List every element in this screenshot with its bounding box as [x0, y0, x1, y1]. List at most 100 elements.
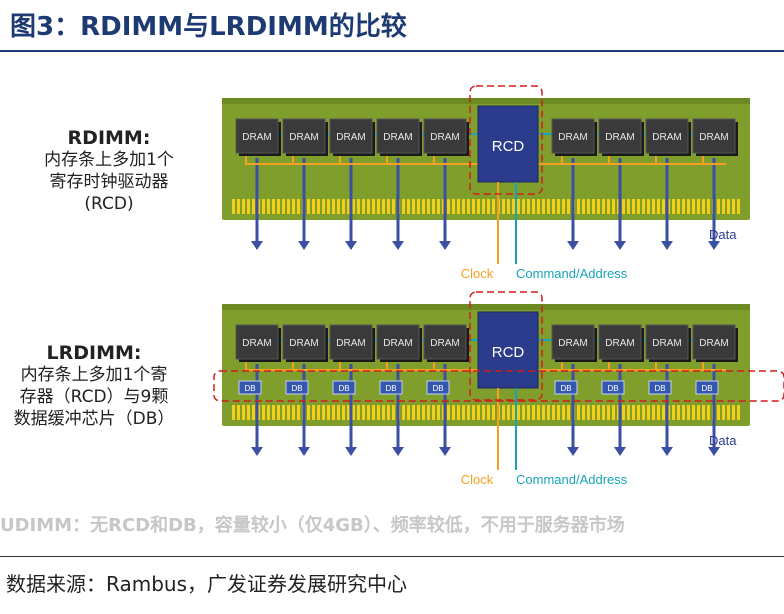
- source-note: 数据来源：Rambus，广发证券发展研究中心: [6, 572, 407, 596]
- rdimm-description: RDIMM: 内存条上多加1个 寄存时钟驱动器 (RCD): [14, 127, 204, 215]
- rdimm-data-arrow-6-head: [567, 241, 579, 250]
- rdimm-data-arrow-8-head: [661, 241, 673, 250]
- lrdimm-db-chip-8: [648, 380, 672, 395]
- lrdimm-data-arrow-3-head: [345, 447, 357, 456]
- lrdimm-db-chip-2: [285, 380, 309, 395]
- lrdimm-dram-chip-8: [645, 324, 689, 360]
- lrdimm-db-label-1: DB: [244, 384, 255, 393]
- rdimm-dram-chip-1: [235, 118, 279, 154]
- rdimm-data-arrow-2-head: [298, 241, 310, 250]
- lrdimm-dram-label-4: DRAM: [383, 338, 412, 349]
- lrdimm-data-arrow-1-head: [251, 447, 263, 456]
- lrdimm-data-arrow-5-head: [439, 447, 451, 456]
- rdimm-line-2: 寄存时钟驱动器: [49, 172, 169, 192]
- lrdimm-line-3: 数据缓冲芯片（DB）: [13, 409, 175, 429]
- rdimm-dram-label-1: DRAM: [242, 132, 271, 143]
- lrdimm-rcd-label: RCD: [492, 344, 525, 361]
- lrdimm-db-chip-6: [554, 380, 578, 395]
- rdimm-dram-label-7: DRAM: [605, 132, 634, 143]
- rdimm-heading: RDIMM:: [67, 127, 151, 149]
- lrdimm-db-chip-9: [695, 380, 719, 395]
- lrdimm-dram-chip-9: [692, 324, 736, 360]
- lrdimm-db-highlight: [213, 370, 784, 402]
- rdimm-data-arrow-3-head: [345, 241, 357, 250]
- rdimm-dram-chip-7: [598, 118, 642, 154]
- lrdimm-dram-label-9: DRAM: [699, 338, 728, 349]
- lrdimm-data-arrow-8-head: [661, 447, 673, 456]
- lrdimm-dram-label-8: DRAM: [652, 338, 681, 349]
- rdimm-dram-label-2: DRAM: [289, 132, 318, 143]
- lrdimm-line-2: 存器（RCD）与9颗: [19, 387, 169, 407]
- lrdimm-dram-label-2: DRAM: [289, 338, 318, 349]
- rdimm-dram-chip-6: [551, 118, 595, 154]
- lrdimm-dram-label-1: DRAM: [242, 338, 271, 349]
- lrdimm-db-chip-3: [332, 380, 356, 395]
- lrdimm-dram-chip-7: [598, 324, 642, 360]
- rdimm-data-label: Data: [709, 227, 737, 242]
- rdimm-data-arrow-4-head: [392, 241, 404, 250]
- rdimm-dram-label-5: DRAM: [430, 132, 459, 143]
- rdimm-clock-label: Clock: [461, 266, 494, 281]
- lrdimm-dram-chip-5: [423, 324, 467, 360]
- lrdimm-data-arrow-4-head: [392, 447, 404, 456]
- rdimm-command-label: Command/Address: [516, 266, 628, 281]
- lrdimm-contacts: [232, 405, 740, 420]
- lrdimm-dram-label-3: DRAM: [336, 338, 365, 349]
- lrdimm-dram-label-7: DRAM: [605, 338, 634, 349]
- lrdimm-clock-label: Clock: [461, 472, 494, 487]
- lrdimm-db-chip-4: [379, 380, 403, 395]
- udimm-note: UDIMM：无RCD和DB，容量较小（仅4GB）、频率较低，不用于服务器市场: [0, 515, 625, 536]
- lrdimm-data-arrow-2-head: [298, 447, 310, 456]
- lrdimm-dram-chip-2: [282, 324, 326, 360]
- rdimm-dram-label-9: DRAM: [699, 132, 728, 143]
- rdimm-rcd-highlight: [469, 85, 543, 195]
- title-divider: [0, 50, 784, 52]
- rdimm-dram-chip-3: [329, 118, 373, 154]
- rdimm-data-arrow-5-head: [439, 241, 451, 250]
- rdimm-dram-label-3: DRAM: [336, 132, 365, 143]
- rdimm-dram-chip-5: [423, 118, 467, 154]
- rdimm-data-arrow-7-head: [614, 241, 626, 250]
- lrdimm-data-arrow-9-head: [708, 447, 720, 456]
- lrdimm-db-label-6: DB: [560, 384, 571, 393]
- lrdimm-rcd-chip: [477, 311, 539, 389]
- lrdimm-dram-label-5: DRAM: [430, 338, 459, 349]
- lrdimm-command-label: Command/Address: [516, 472, 628, 487]
- lrdimm-db-label-2: DB: [291, 384, 302, 393]
- lrdimm-heading: LRDIMM:: [46, 342, 142, 364]
- lrdimm-db-label-3: DB: [338, 384, 349, 393]
- figure-title: 图3：RDIMM与LRDIMM的比较: [10, 12, 407, 42]
- lrdimm-line-1: 内存条上多加1个寄: [20, 365, 168, 385]
- rdimm-dram-chip-8: [645, 118, 689, 154]
- lrdimm-db-chip-5: [426, 380, 450, 395]
- lrdimm-db-chip-7: [601, 380, 625, 395]
- lrdimm-dram-chip-3: [329, 324, 373, 360]
- rdimm-line-1: 内存条上多加1个: [44, 150, 174, 170]
- rdimm-pcb-edge: [222, 98, 750, 104]
- dimm-diagram: DRAM DRAM DRAM DRAM DRAM DRAM DRAM DRAM DRAM RCD C…: [213, 85, 784, 487]
- lrdimm-dram-chip-1: [235, 324, 279, 360]
- rdimm-dram-label-4: DRAM: [383, 132, 412, 143]
- rdimm-dram-chip-2: [282, 118, 326, 154]
- rdimm-dram-label-8: DRAM: [652, 132, 681, 143]
- lrdimm-description: LRDIMM: 内存条上多加1个寄 存器（RCD）与9颗 数据缓冲芯片（DB）: [0, 342, 188, 430]
- lrdimm-db-chip-1: [238, 380, 262, 395]
- bottom-divider: [0, 556, 784, 557]
- lrdimm-rcd-highlight: [469, 291, 543, 401]
- lrdimm-dram-chip-6: [551, 324, 595, 360]
- lrdimm-dram-chip-4: [376, 324, 420, 360]
- lrdimm-data-arrow-7-head: [614, 447, 626, 456]
- rdimm-data-arrow-1-head: [251, 241, 263, 250]
- lrdimm-db-label-8: DB: [654, 384, 665, 393]
- rdimm-line-3: (RCD): [84, 194, 134, 214]
- lrdimm-db-label-7: DB: [607, 384, 618, 393]
- lrdimm-data-arrow-6-head: [567, 447, 579, 456]
- rdimm-data-arrow-9-head: [708, 241, 720, 250]
- lrdimm-pcb-edge: [222, 304, 750, 310]
- lrdimm-db-label-9: DB: [701, 384, 712, 393]
- rdimm-rcd-label: RCD: [492, 138, 525, 155]
- lrdimm-data-label: Data: [709, 433, 737, 448]
- rdimm-rcd-chip: [477, 105, 539, 183]
- lrdimm-dram-label-6: DRAM: [558, 338, 587, 349]
- rdimm-dram-chip-9: [692, 118, 736, 154]
